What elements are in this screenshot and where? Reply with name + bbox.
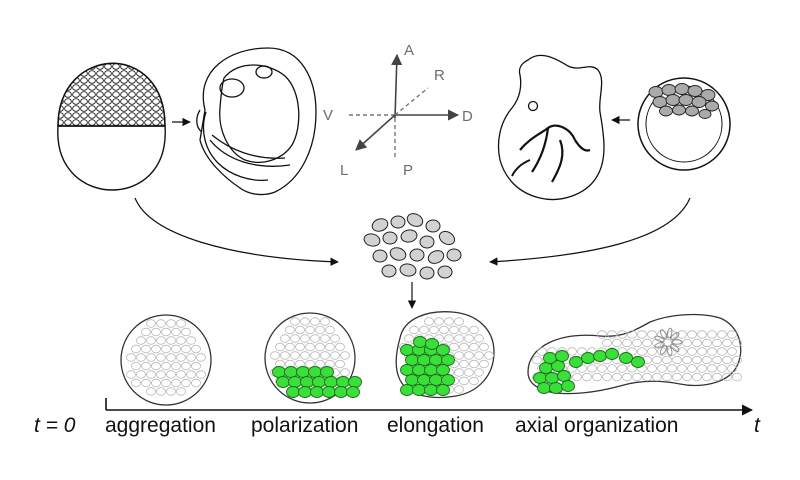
arrow-zebrafish-to-cells [134,197,339,266]
axis-label-ventral: V [323,107,333,124]
stage-label-aggregation: aggregation [105,414,216,437]
zebrafish-early-embryo [57,62,166,191]
left-axis [355,114,396,151]
time-start-label: t = 0 [34,414,76,437]
anterior-axis [391,53,403,119]
axis-label-anterior: A [404,42,414,59]
gastruloid-stages [120,311,742,406]
gastruloid-axial-organization [527,313,742,395]
stage-label-elongation: elongation [387,414,484,437]
gastruloid-aggregation [120,314,212,406]
axis-label-left: L [340,162,348,179]
arrow-mouse-to-cells [489,197,691,266]
mouse-late-embryo [497,54,605,201]
mouse-blastocyst [637,77,731,171]
time-end-label: t [754,414,761,437]
axis-label-posterior: P [403,162,413,179]
inner-cell-mass [648,83,719,119]
gastruloid-elongation [395,311,495,399]
dissociated-cells [363,213,462,280]
stage-label-axial-organization: axial organization [515,414,678,437]
stage-label-polarization: polarization [251,414,358,437]
zebrafish-late-embryo [196,47,317,196]
axis-label-right: R [434,67,445,84]
body-axes: A P V D R L [323,42,473,179]
gastruloid-polarization [264,312,362,404]
right-axis [394,87,429,116]
axis-label-dorsal: D [462,108,473,125]
